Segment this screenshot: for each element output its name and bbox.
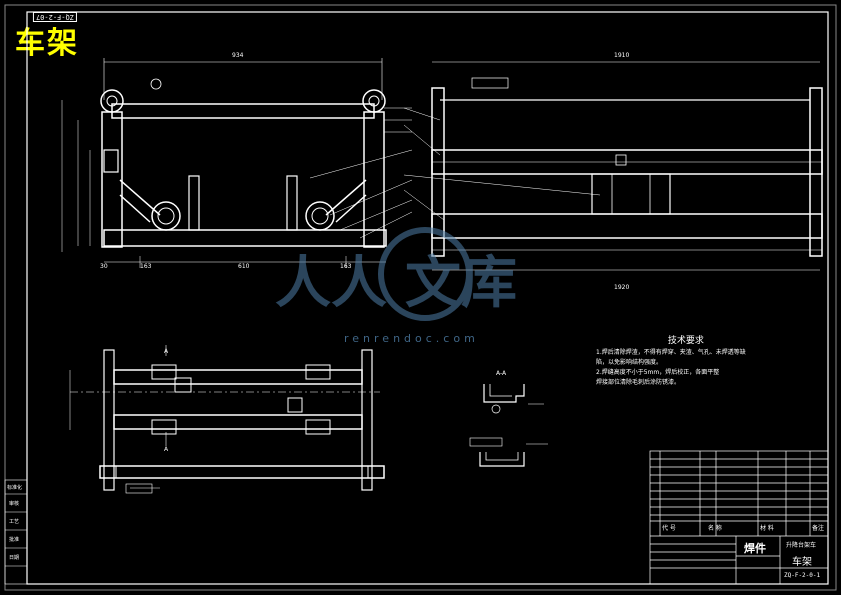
dim-163-left: 163 xyxy=(140,263,152,270)
section-label-a-top: A xyxy=(164,348,169,355)
svg-text:文库: 文库 xyxy=(405,251,517,316)
tech-line-2: 陷，以免影响结构强度。 xyxy=(596,359,663,366)
outer-border xyxy=(4,4,837,591)
tb-part-name: 车架 xyxy=(792,557,812,568)
renrendoc-watermark-logo: 人人 文库 xyxy=(275,227,517,321)
tb-col-mat: 材 料 xyxy=(760,525,774,532)
dim-overall-width: 934 xyxy=(232,52,244,59)
tb-project: 升降台架车 xyxy=(786,542,817,549)
rev-r3: 工艺 xyxy=(9,519,20,525)
section-details xyxy=(469,384,548,467)
section-label-a-bottom: A xyxy=(164,446,169,453)
title-block xyxy=(649,450,829,585)
sheet-title: 车架 xyxy=(15,26,79,61)
inner-border xyxy=(26,11,829,585)
tech-heading: 技术要求 xyxy=(667,336,704,346)
technical-requirements: 技术要求 1.焊后清除焊渣，不得有焊穿、夹渣、气孔、未焊透等缺 陷，以免影响结构… xyxy=(596,336,746,388)
dim-30: 30 xyxy=(100,263,108,270)
tb-col-name: 名 称 xyxy=(708,525,722,532)
tb-weld-label: 焊件 xyxy=(744,542,766,555)
rev-r5: 日期 xyxy=(9,555,20,561)
dim-610: 610 xyxy=(238,263,250,270)
top-view xyxy=(69,345,385,494)
section-aa-label: A-A xyxy=(496,370,507,377)
rev-r1: 标准化 xyxy=(7,485,23,491)
dim-side-top: 1910 xyxy=(614,52,630,59)
tech-line-3: 2.焊缝高度不小于5mm，焊后校正，各面平整 xyxy=(596,369,720,376)
watermark-site: renrendoc.com xyxy=(344,332,479,345)
tb-col-code: 代 号 xyxy=(662,525,676,532)
rev-r4: 批准 xyxy=(9,537,20,543)
rev-r2: 审核 xyxy=(9,501,20,507)
front-view xyxy=(61,58,413,268)
dim-side-bottom: 1920 xyxy=(614,284,630,291)
tb-col-remark: 备注 xyxy=(812,525,825,532)
side-view xyxy=(403,61,823,271)
tb-drawing-no: ZQ-F-2-0-1 xyxy=(784,572,821,579)
svg-text:人人: 人人 xyxy=(275,251,387,316)
dim-163-right: 163 xyxy=(340,263,352,270)
tech-line-1: 1.焊后清除焊渣，不得有焊穿、夹渣、气孔、未焊透等缺 xyxy=(596,349,746,356)
tech-line-4: 焊接部位清除毛刺后涂防锈漆。 xyxy=(596,379,681,386)
left-revision-block xyxy=(4,479,28,585)
